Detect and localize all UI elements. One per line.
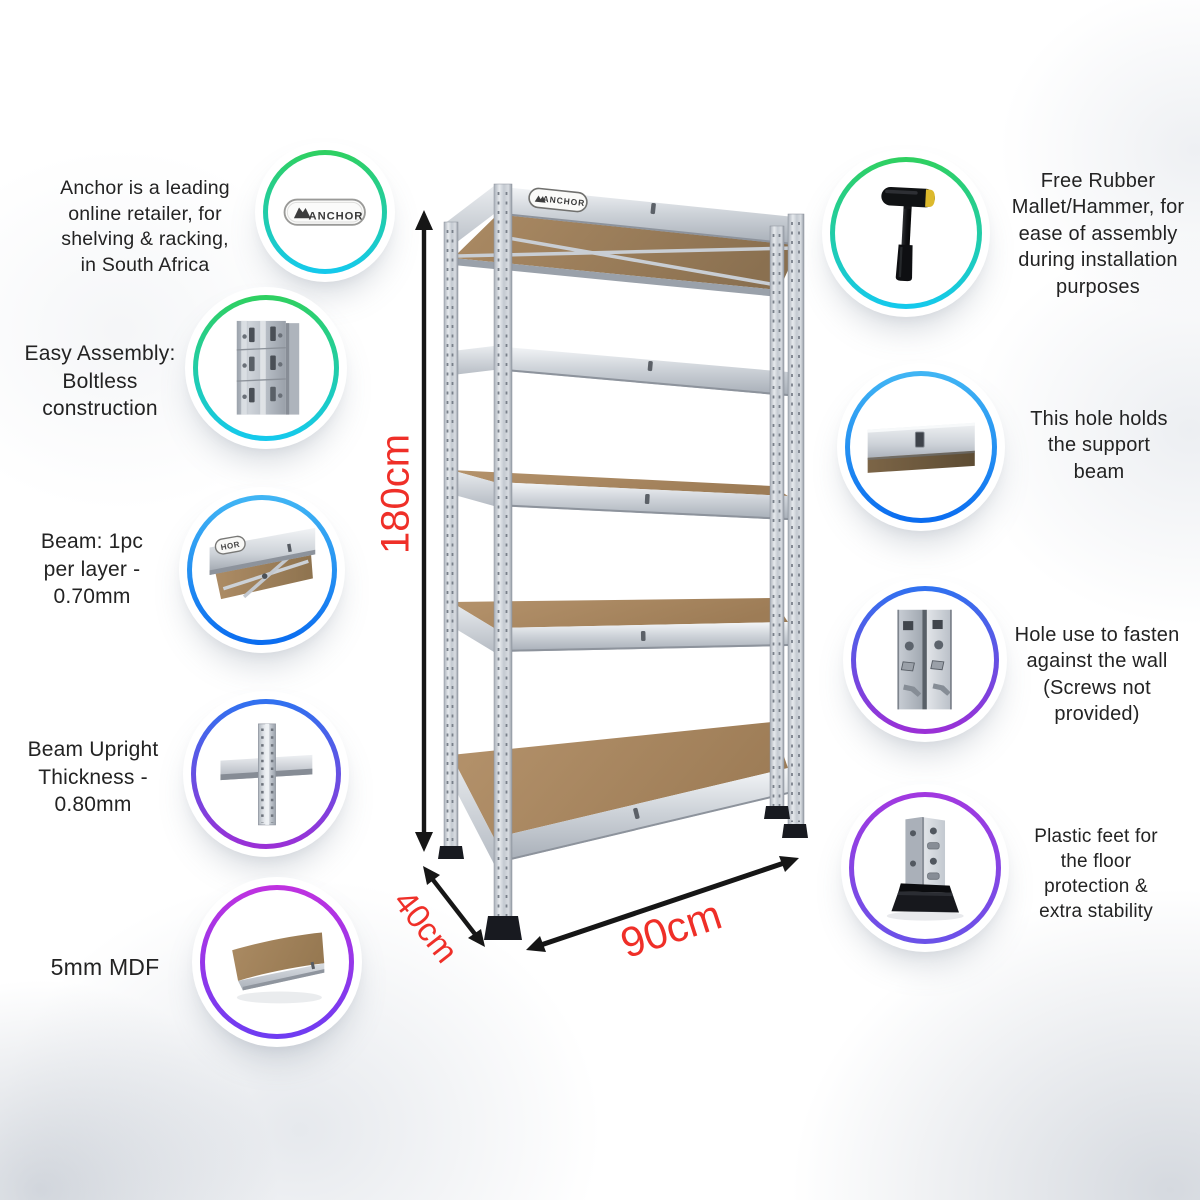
callout-label-mallet: Free Rubber Mallet/Hammer, for ease of a… [1011, 170, 1185, 298]
width-arrow [526, 856, 799, 952]
shelf-level-5: ANCHOR [444, 186, 804, 297]
callout-label-support-hole: This hole holds the support beam [1030, 408, 1168, 483]
plastic-foot-icon [886, 816, 964, 921]
callout-circle-anchor-logo: ANCHOR [263, 150, 387, 274]
depth-label: 40cm [387, 883, 466, 969]
circle-inner [854, 797, 996, 939]
callout-label-beam: Beam: 1pc per layer - 0.70mm [40, 530, 144, 609]
circle-inner [205, 890, 349, 1034]
beam-support-hole-icon [867, 422, 975, 473]
upright-connector-icon [236, 321, 300, 415]
upright-wall-holes-icon [897, 610, 953, 710]
circle-inner [196, 704, 336, 844]
callout-label-upright-thickness: Beam Upright Thickness - 0.80mm [27, 738, 159, 817]
shelving-unit-illustration: ANCHOR [374, 183, 808, 969]
anchor-logo-icon: ANCHOR [283, 198, 367, 227]
shelf-level-1 [451, 722, 788, 864]
shelf-level-2 [451, 598, 788, 652]
circle-inner [850, 376, 992, 518]
callout-circle-wall-hole [851, 586, 999, 734]
callout-circle-shelf-beam: HOR [187, 495, 337, 645]
depth-arrow [423, 866, 485, 947]
callout-label-mdf: 5mm MDF [50, 954, 160, 980]
rubber-mallet-icon [881, 186, 935, 281]
height-label: 180cm [374, 434, 418, 554]
shelf-uprights [443, 183, 805, 929]
callout-circle-support-hole [845, 371, 997, 523]
callout-label-easy-assembly: Easy Assembly: Boltless construction [24, 342, 176, 421]
svg-text:ANCHOR: ANCHOR [542, 194, 586, 208]
mountain-glyph [294, 207, 311, 219]
upright-cross-icon [220, 723, 312, 825]
svg-text:HOR: HOR [220, 539, 241, 551]
anchor-logo-text: ANCHOR [309, 211, 364, 223]
callout-label-plastic-feet: Plastic feet for the floor protection & … [1034, 826, 1158, 923]
callout-circle-mdf-board [200, 885, 354, 1039]
shelf-feet [438, 806, 808, 940]
beam-brand-badge: HOR [214, 535, 246, 555]
callout-circle-mallet [830, 157, 982, 309]
callout-circle-plastic-foot [849, 792, 1001, 944]
shelf-beam-icon: HOR [209, 527, 315, 599]
callout-circle-upright-connector [193, 295, 339, 441]
circle-inner [198, 300, 334, 436]
callout-label-wall-hole: Hole use to fasten against the wall (Scr… [1014, 624, 1180, 726]
height-arrow [415, 210, 433, 852]
mdf-board-icon [232, 932, 325, 1004]
callout-label-retailer: Anchor is a leading online retailer, for… [60, 177, 230, 277]
circle-inner: ANCHOR [268, 155, 382, 269]
callout-circle-upright-cross [191, 699, 341, 849]
circle-inner [856, 591, 994, 729]
circle-inner [835, 162, 977, 304]
shelf-level-3 [451, 470, 788, 520]
circle-inner: HOR [192, 500, 332, 640]
anchor-badge: ANCHOR [528, 187, 588, 213]
